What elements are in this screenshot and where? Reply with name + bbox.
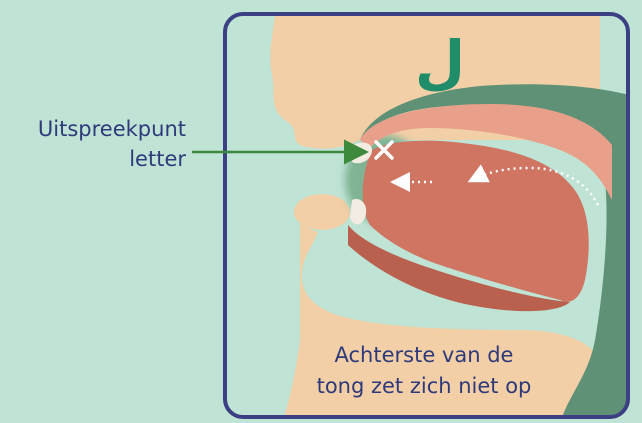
head-cross-section: ل Achterste van de tong zet zich niet op bbox=[270, 14, 642, 423]
caption-line-1: Achterste van de bbox=[335, 343, 514, 367]
pointer-label-line-2: letter bbox=[129, 147, 186, 171]
pointer-label-line-1: Uitspreekpunt bbox=[38, 117, 186, 141]
lower-lip bbox=[294, 194, 350, 230]
arabic-letter: ل bbox=[415, 28, 465, 96]
caption-line-2: tong zet zich niet op bbox=[317, 374, 532, 398]
